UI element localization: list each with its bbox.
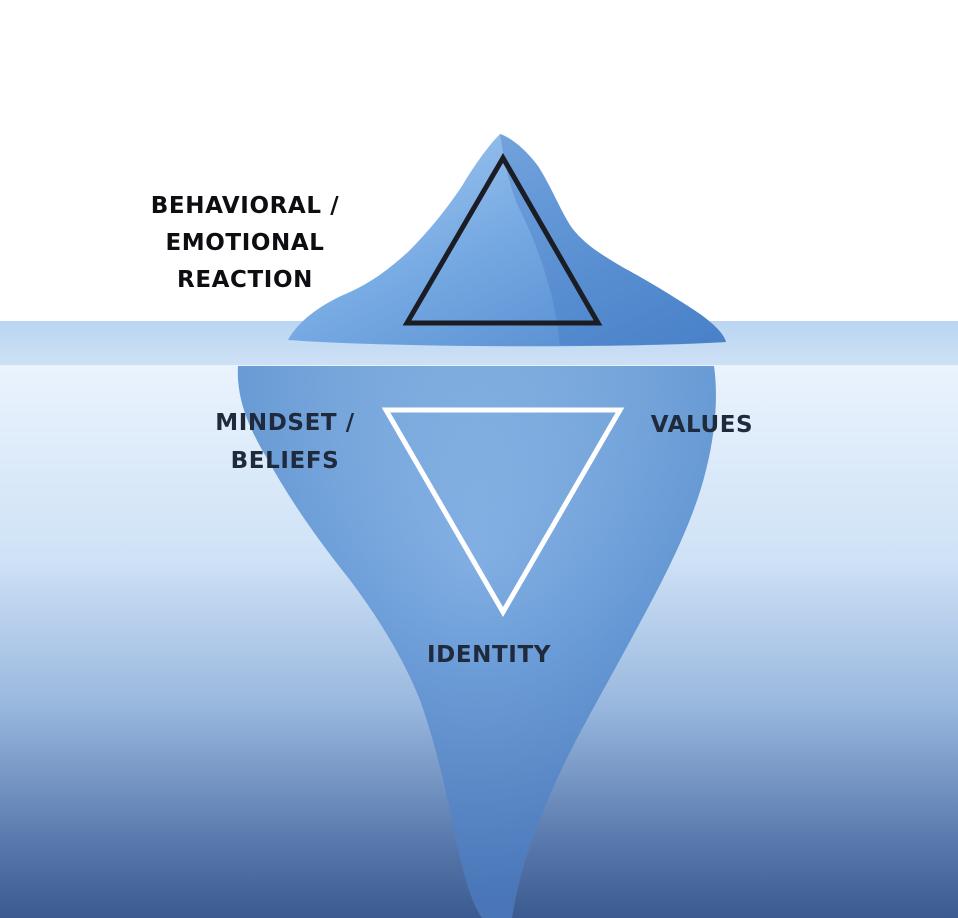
submerged-iceberg-shading <box>237 366 716 918</box>
iceberg-tip <box>288 134 726 347</box>
behavioral-emotional-reaction-label: BEHAVIORAL / EMOTIONAL REACTION <box>130 188 360 299</box>
behavioral-line: BEHAVIORAL / <box>150 193 340 219</box>
identity-label: IDENTITY <box>426 642 551 668</box>
iceberg-tip-shading <box>500 134 726 346</box>
values-label: VALUES <box>650 412 754 438</box>
mindset-beliefs-label: MINDSET / BELIEFS <box>200 404 370 480</box>
emotional-line: EMOTIONAL <box>165 230 325 256</box>
below-water-triangle <box>381 407 625 617</box>
reaction-line: REACTION <box>177 267 313 293</box>
above-water-triangle <box>402 153 603 326</box>
beliefs-line: BELIEFS <box>230 448 340 474</box>
mindset-line: MINDSET / <box>215 410 355 436</box>
